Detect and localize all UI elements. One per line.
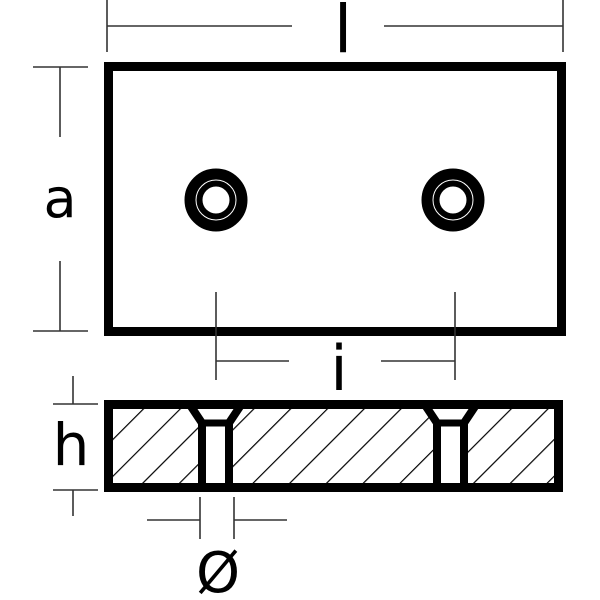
- mounting-hole-right-icon: [421, 168, 485, 232]
- section-hole-left: [186, 402, 245, 488]
- label-hole-spacing: i: [330, 332, 347, 405]
- label-length: l: [334, 0, 352, 68]
- dimension-height: [53, 376, 98, 516]
- dimension-diameter: [147, 497, 287, 539]
- label-height: h: [53, 411, 90, 479]
- label-diameter: Ø: [196, 541, 240, 600]
- top-view-plate: [104, 62, 566, 336]
- dimension-width: [33, 66, 88, 332]
- mounting-hole-left-icon: [184, 168, 248, 232]
- dimension-hole-spacing: [215, 292, 456, 380]
- side-section-view: [104, 400, 563, 492]
- section-hole-right: [421, 402, 480, 488]
- dimension-length: [106, 0, 564, 52]
- label-width: a: [43, 167, 76, 230]
